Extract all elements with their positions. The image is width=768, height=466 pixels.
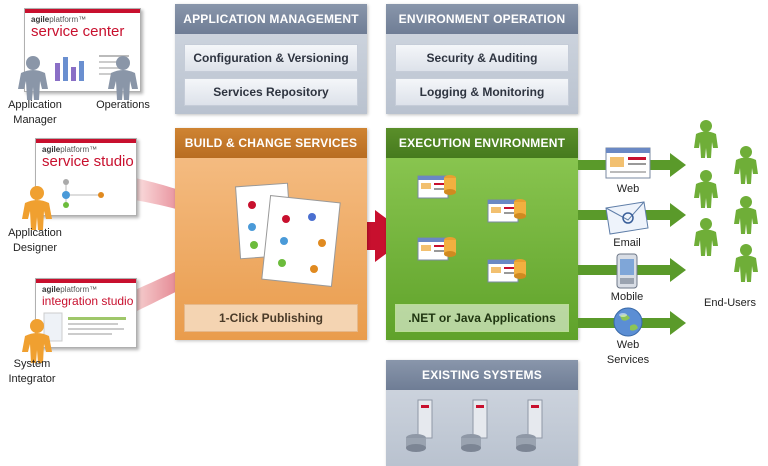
system-integrator-person-icon [22, 319, 52, 363]
end-user-icon [694, 170, 718, 208]
end-user-icon [694, 218, 718, 256]
app-server-icon [417, 175, 456, 199]
service-studio-card: agileplatform™ service studio [35, 138, 137, 216]
end-user-icon [734, 244, 758, 282]
application-manager-person-icon [18, 56, 48, 100]
integration-studio-card: agileplatform™ integration studio [35, 278, 137, 348]
email-icon [605, 201, 649, 235]
app-server-icon [417, 237, 456, 261]
execution-environment-panel: EXECUTION ENVIRONMENT .NET or Java Appli… [386, 128, 578, 340]
integration-studio-table-icon [43, 312, 126, 342]
configuration-versioning-box: Configuration & Versioning [184, 44, 358, 72]
existing-systems-title: EXISTING SYSTEMS [386, 360, 578, 390]
end-user-icon [734, 196, 758, 234]
service-studio-flow-icon [62, 179, 104, 208]
application-management-title: APPLICATION MANAGEMENT [175, 4, 367, 34]
logging-monitoring-box: Logging & Monitoring [395, 78, 569, 106]
application-documents-icon [235, 182, 341, 287]
environment-operation-panel: ENVIRONMENT OPERATION Security & Auditin… [386, 4, 578, 114]
service-center-title: service center [31, 23, 125, 40]
database-servers-icon [406, 399, 543, 452]
mobile-phone-icon [616, 253, 638, 289]
web-label: Web [616, 183, 640, 195]
end-user-icon [694, 120, 718, 158]
service-center-chart-icon [55, 55, 129, 81]
globe-icon [613, 307, 643, 337]
operations-person-icon [108, 56, 138, 100]
one-click-publishing-box: 1-Click Publishing [184, 304, 358, 332]
environment-operation-title: ENVIRONMENT OPERATION [386, 4, 578, 34]
application-designer-person-icon [22, 186, 52, 230]
execution-environment-title: EXECUTION ENVIRONMENT [386, 128, 578, 158]
email-label: Email [613, 237, 641, 249]
end-user-icon [734, 146, 758, 184]
integration-studio-title: integration studio [42, 294, 134, 308]
build-change-services-title: BUILD & CHANGE SERVICES [175, 128, 367, 158]
net-java-applications-box: .NET or Java Applications [395, 304, 569, 332]
operations-label: Operations [96, 99, 150, 111]
security-auditing-box: Security & Auditing [395, 44, 569, 72]
app-server-icon [487, 199, 526, 223]
services-repository-box: Services Repository [184, 78, 358, 106]
end-users-group-icon [694, 120, 758, 282]
web-page-icon [605, 147, 651, 179]
mobile-label: Mobile [610, 291, 644, 303]
service-studio-title: service studio [42, 153, 134, 170]
end-users-label: End-Users [704, 297, 756, 309]
app-server-icon [487, 259, 526, 283]
application-management-panel: APPLICATION MANAGEMENT Configuration & V… [175, 4, 367, 114]
